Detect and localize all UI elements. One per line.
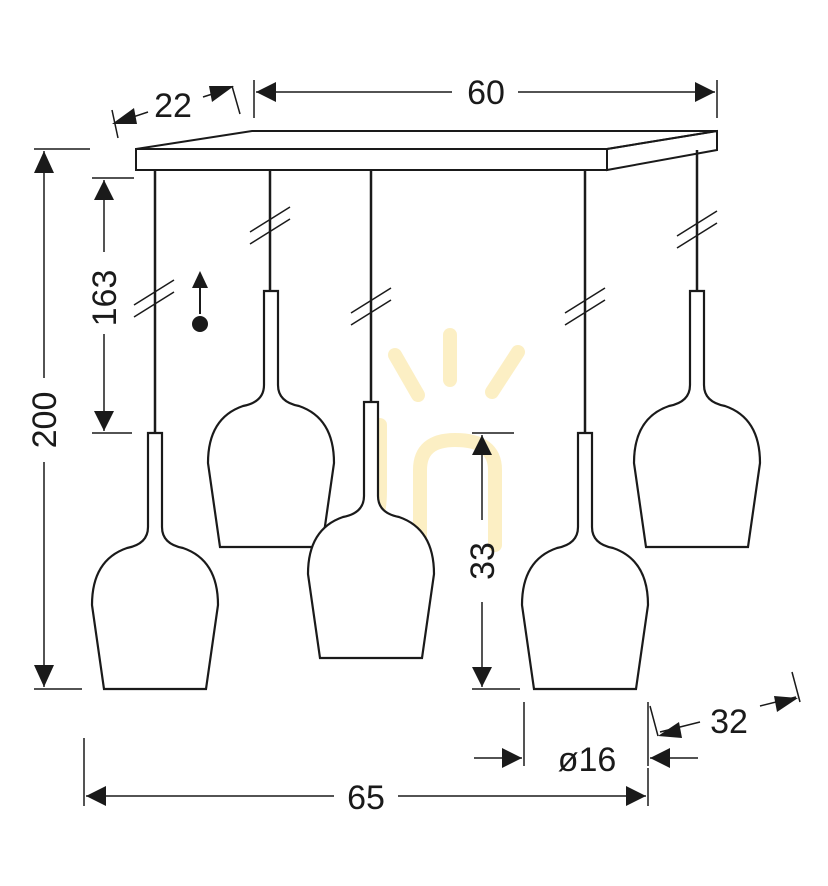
dim-cord-length: 163 (86, 177, 134, 434)
shade-1 (90, 431, 220, 691)
label-shade-height: 33 (464, 542, 502, 580)
dim-shade-height: 33 (464, 432, 520, 690)
label-shade-diameter: ø16 (558, 741, 617, 779)
dim-shade-diameter: ø16 (474, 702, 698, 779)
up-arrow-dot-icon (192, 271, 208, 332)
shade-5 (632, 289, 762, 549)
dim-depth-top: 22 (111, 85, 241, 139)
dim-width-bottom: 65 (83, 738, 649, 817)
dim-depth-bottom: 32 (649, 671, 801, 741)
shade-3 (306, 400, 436, 660)
cord-break-marks (133, 206, 718, 326)
label-height-total: 200 (26, 392, 64, 449)
label-width-bottom: 65 (347, 779, 385, 817)
label-depth-bottom: 32 (710, 703, 748, 741)
ceiling-canopy (135, 129, 718, 172)
watermark-logo (301, 328, 525, 553)
label-width-top: 60 (467, 74, 505, 112)
label-cord-length: 163 (86, 270, 124, 327)
label-depth-top: 22 (154, 87, 192, 125)
shade-2 (206, 289, 336, 549)
dim-width-top: 60 (253, 74, 718, 118)
cords (153, 150, 699, 433)
shade-4 (520, 431, 650, 691)
dim-height-total: 200 (26, 148, 90, 690)
